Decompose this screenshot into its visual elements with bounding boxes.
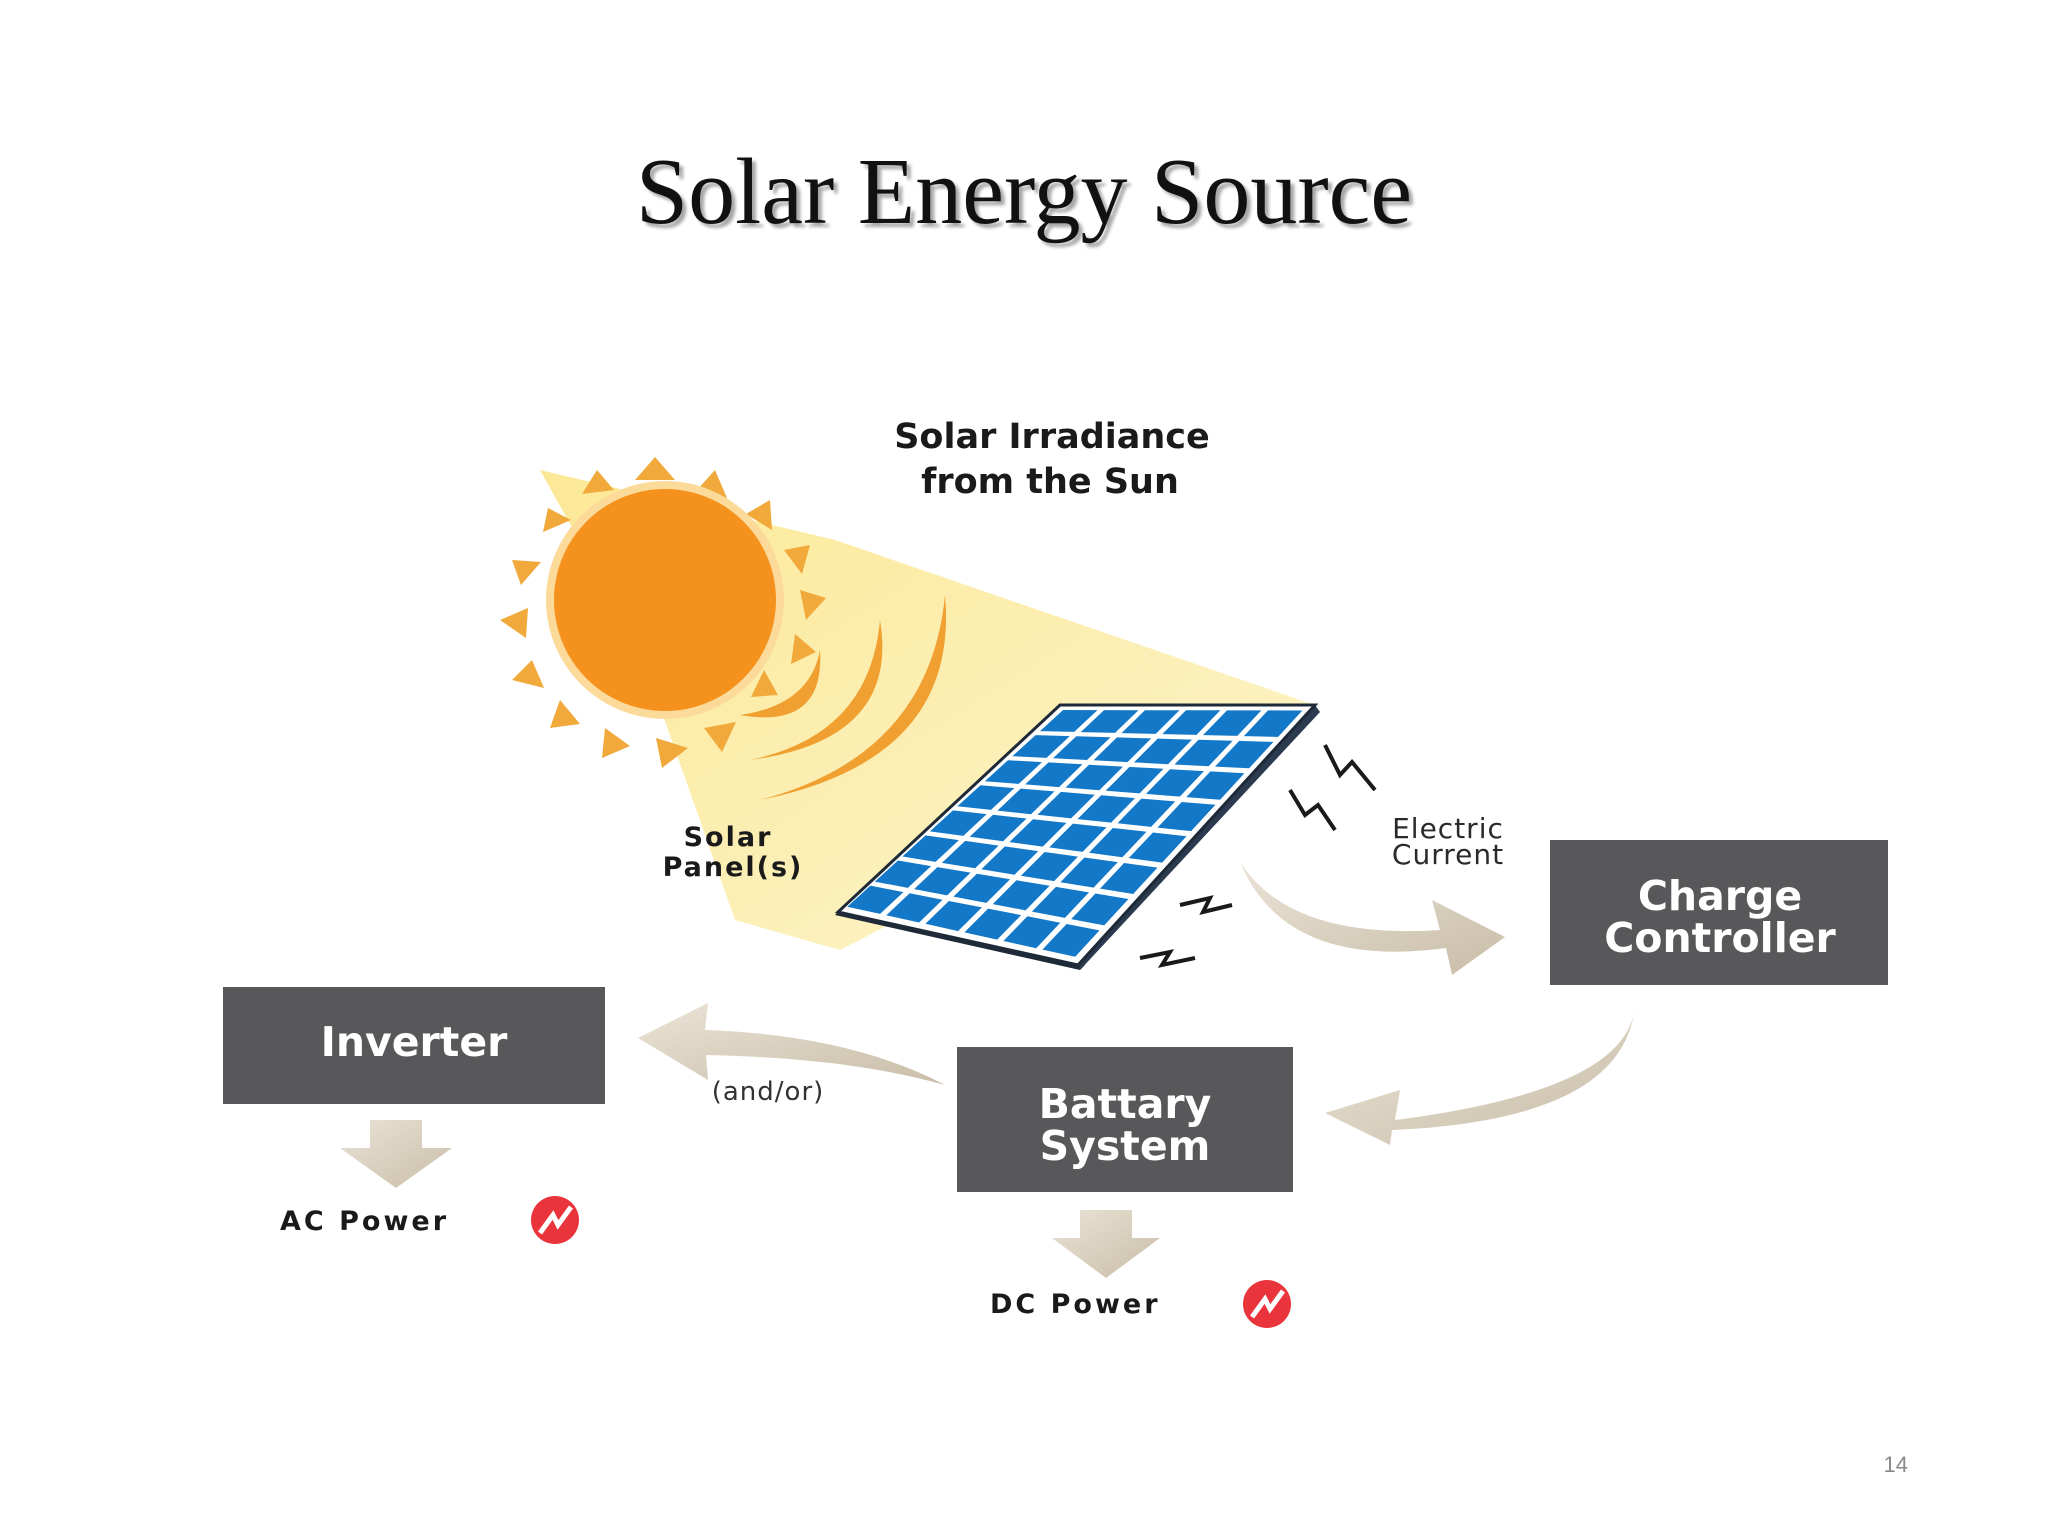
- inverter-label: Inverter: [321, 1018, 509, 1066]
- panel-label-line1: Solar: [684, 822, 773, 853]
- panel-cell: [1162, 710, 1221, 735]
- panel-cell: [1025, 762, 1083, 788]
- panel-cell: [1134, 738, 1192, 765]
- slide-title: Solar Energy Source: [635, 140, 1413, 244]
- panel-cell: [1080, 710, 1139, 733]
- irradiance-waves-icon: [740, 595, 947, 800]
- panel-cell: [1215, 740, 1274, 769]
- arrow-to-charge-controller: [1240, 862, 1505, 975]
- inverter-box: Inverter: [223, 987, 605, 1104]
- current-label-line2: Current: [1392, 838, 1504, 871]
- panel-cell: [1009, 819, 1067, 847]
- panel-cell: [1174, 739, 1233, 767]
- panel-cell: [874, 860, 932, 888]
- panel-cell: [1146, 769, 1204, 797]
- panel-cell: [1186, 771, 1245, 800]
- panel-cell: [1049, 823, 1107, 852]
- panel-cell: [1003, 916, 1061, 949]
- panel-label-line2: Panel(s): [663, 852, 804, 883]
- panel-cell: [1128, 832, 1187, 863]
- panel-cell: [1093, 737, 1152, 763]
- electric-spark-icon: [1139, 744, 1377, 968]
- solar-panel-icon: [834, 703, 1320, 970]
- panel-cell: [1117, 798, 1176, 827]
- panel-cell: [1100, 863, 1158, 894]
- panel-cell: [1037, 791, 1095, 819]
- battery-line2: System: [1040, 1122, 1211, 1170]
- charge-controller-line2: Controller: [1604, 914, 1836, 962]
- dc-power-label: DC Power: [990, 1289, 1161, 1320]
- panel-cell: [1157, 802, 1216, 832]
- irradiance-label-line1: Solar Irradiance: [894, 417, 1210, 457]
- panel-cell: [992, 880, 1050, 911]
- panel-cell: [1040, 710, 1098, 732]
- panel-cell: [957, 785, 1015, 810]
- panel-cell: [1121, 710, 1180, 734]
- battery-system-box: Battary System: [957, 1047, 1293, 1192]
- ac-power-label: AC Power: [280, 1206, 449, 1237]
- panel-cell: [1243, 710, 1303, 737]
- panel-cell: [1020, 852, 1078, 882]
- inverter-down-arrow: [340, 1120, 452, 1188]
- dc-power-icon: [1243, 1280, 1291, 1328]
- panel-cell: [886, 893, 943, 923]
- arrow-to-battery: [1325, 1005, 1635, 1145]
- panel-cells: [847, 710, 1303, 957]
- panel-cell: [914, 867, 971, 896]
- panel-cell: [984, 760, 1042, 784]
- current-label-line1: Electric: [1392, 812, 1504, 845]
- panel-cell: [929, 810, 987, 836]
- panel-cell: [1060, 857, 1118, 888]
- panel-cell: [1071, 893, 1129, 926]
- panel-cell: [1203, 710, 1262, 736]
- charge-controller-box: Charge Controller: [1550, 840, 1888, 985]
- panel-cell: [1105, 766, 1164, 794]
- panel-cell: [964, 908, 1022, 940]
- panel-cell: [981, 846, 1039, 875]
- panel-cell: [997, 788, 1055, 815]
- arrow-to-inverter: [638, 1003, 945, 1085]
- battery-down-arrow: [1052, 1210, 1160, 1278]
- panel-cell: [1065, 764, 1123, 791]
- panel-cell: [1053, 736, 1111, 760]
- ac-power-icon: [531, 1196, 579, 1244]
- panel-cell: [1077, 795, 1135, 823]
- charge-controller-line1: Charge: [1638, 872, 1802, 920]
- panel-cell: [1089, 828, 1147, 858]
- panel-cell: [941, 840, 999, 869]
- sun-icon: [546, 481, 784, 719]
- panel-cell: [1012, 735, 1070, 758]
- battery-line1: Battary: [1039, 1080, 1212, 1128]
- and-or-label: (and/or): [712, 1077, 825, 1107]
- page-number: 14: [1883, 1452, 1908, 1477]
- panel-cell: [953, 873, 1011, 903]
- panel-cell: [847, 885, 904, 914]
- panel-cell: [925, 901, 982, 932]
- panel-cell: [969, 814, 1027, 842]
- panel-cell: [902, 835, 959, 862]
- irradiance-label-line2: from the Sun: [921, 462, 1179, 502]
- panel-cell: [1042, 924, 1100, 957]
- panel-cell: [1031, 886, 1089, 918]
